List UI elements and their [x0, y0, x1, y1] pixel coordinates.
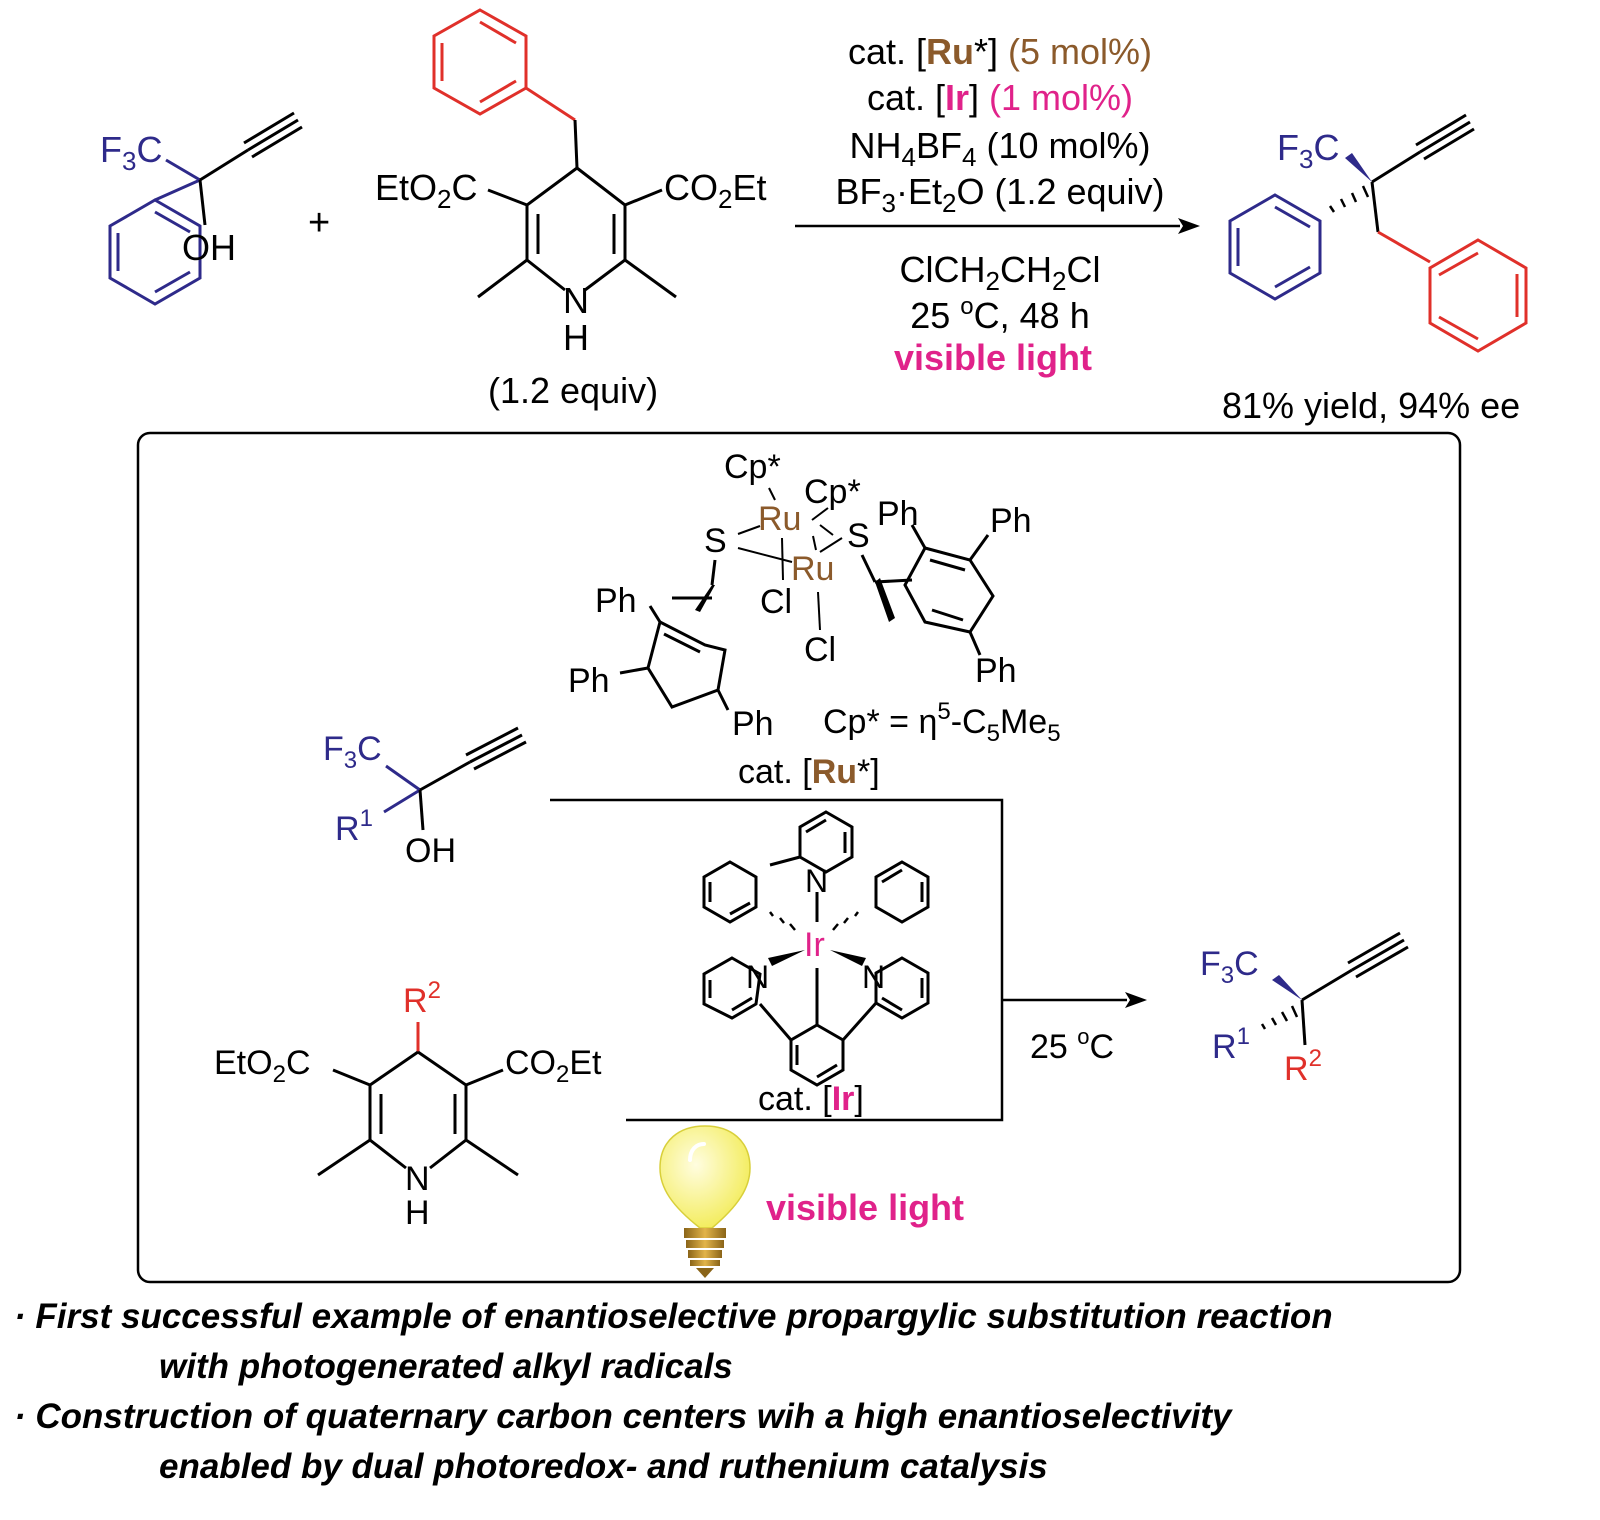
- visible-light-label-mechanism: visible light: [766, 1187, 964, 1228]
- cl-label-2: Cl: [804, 631, 836, 669]
- mechanism-temp-label: 25 oC: [1030, 1024, 1114, 1066]
- ir-wedge-left: [768, 950, 805, 966]
- ph-label-3: Ph: [595, 582, 637, 620]
- ph-label-1: Ph: [877, 495, 919, 533]
- generic-product-hashed-bond: [1260, 1005, 1299, 1030]
- cp-definition: Cp* = η5-C5Me5: [823, 698, 1061, 747]
- temp-time-line: 25 oC, 48 h: [910, 293, 1089, 336]
- ir-phenyl-top: [702, 860, 758, 924]
- left-aryl-ring: [646, 619, 727, 709]
- benzyl-ring: [432, 8, 528, 116]
- reaction-scheme: F3C OH + EtO2C CO2Et N H (1.2 equiv) cat…: [100, 8, 1528, 1284]
- ph-label-5: Ph: [732, 705, 774, 743]
- bullet-2-line-1: · Construction of quaternary carbon cent…: [14, 1397, 1232, 1436]
- product-structure: F3C: [1228, 113, 1528, 353]
- nh4bf4-line: NH4BF4 (10 mol%): [850, 125, 1151, 172]
- ir-n-left: N: [746, 959, 769, 995]
- ir-n-right: N: [862, 959, 885, 995]
- ester-left-label: EtO2C: [375, 167, 477, 214]
- ru-catalyst-line: cat. [Ru*](5 mol%): [848, 31, 1152, 72]
- ir-catalyst-structure: [702, 810, 930, 1087]
- generic-product-structure: F3C R1 R2: [1200, 931, 1409, 1088]
- wedge-bond: [1345, 153, 1372, 182]
- reaction-arrow-head: [1178, 218, 1200, 234]
- ir-center-label: Ir: [804, 926, 825, 964]
- generic-hantzsch-ester-structure: R2 EtO2C CO2Et N H: [214, 977, 602, 1232]
- yield-ee-label: 81% yield, 94% ee: [1222, 385, 1520, 426]
- generic-product-wedge: [1272, 975, 1302, 1000]
- generic-ester-left: EtO2C: [214, 1044, 311, 1088]
- r1-label: R1: [335, 805, 373, 848]
- light-bulb-icon: [659, 1125, 751, 1278]
- reaction-conditions: cat. [Ru*](5 mol%) cat. [Ir](1 mol%) NH4…: [835, 31, 1164, 378]
- ir-n-top: N: [805, 863, 828, 899]
- ru-label-1: Ru: [758, 500, 801, 538]
- generic-ester-right: CO2Et: [505, 1044, 602, 1088]
- ru-label-2: Ru: [791, 550, 834, 588]
- bullet-2-line-2: enabled by dual photoredox- and rutheniu…: [159, 1447, 1048, 1486]
- ir-pyridine-left: [702, 956, 762, 1020]
- r2-label: R2: [403, 977, 441, 1020]
- generic-product-r1: R1: [1212, 1023, 1250, 1066]
- generic-cf3-label: F3C: [323, 730, 382, 774]
- visible-light-label-top: visible light: [894, 337, 1092, 378]
- hantzsch-equiv-label: (1.2 equiv): [488, 370, 658, 411]
- mechanism-bracket: [550, 798, 1004, 1122]
- bf3-line: BF3·Et2O (1.2 equiv): [835, 171, 1164, 218]
- cl-label-1: Cl: [760, 583, 792, 621]
- product-phenyl-ring: [1228, 193, 1322, 301]
- ru-catalyst-structure: Cp* Cp* Ru Ru S S Cl Cl Ph Ph Ph Ph Ph P…: [568, 448, 1032, 743]
- generic-alcohol-structure: F3C R1 OH: [323, 726, 527, 870]
- s-label-2: S: [847, 517, 870, 555]
- solvent-line: ClCH2CH2Cl: [900, 249, 1101, 296]
- cf3-label: F3C: [100, 129, 162, 176]
- ir-pyridine-top: [798, 810, 854, 874]
- nh-n-label: N: [563, 280, 589, 321]
- ir-coordination-bonds: [769, 911, 859, 931]
- ir-wedge-right: [830, 950, 866, 966]
- generic-nh-n: N: [405, 1160, 430, 1198]
- cp-label-2: Cp*: [804, 473, 861, 511]
- ph-label-4: Ph: [568, 662, 610, 700]
- propargylic-alcohol-structure: F3C OH: [100, 111, 303, 306]
- summary-bullets: · First successful example of enantiosel…: [14, 1292, 1594, 1492]
- hashed-bond: [1328, 185, 1370, 213]
- plus-sign: +: [308, 202, 330, 244]
- bullet-1-line-2: with photogenerated alkyl radicals: [159, 1347, 733, 1386]
- generic-nh-h: H: [405, 1194, 430, 1232]
- generic-product-r2: R2: [1284, 1045, 1322, 1088]
- right-aryl-ring: [903, 546, 995, 634]
- ru-catalyst-label: cat. [Ru*]: [738, 753, 880, 791]
- mechanism-box: [136, 431, 1462, 1284]
- product-cf3-label: F3C: [1277, 127, 1339, 174]
- ir-catalyst-line: cat. [Ir](1 mol%): [867, 77, 1133, 118]
- bullet-1-line-1: · First successful example of enantiosel…: [14, 1297, 1333, 1336]
- oh-label: OH: [182, 227, 236, 268]
- benzyl-hantzsch-ester-structure: EtO2C CO2Et N H: [375, 8, 766, 358]
- ph-label-6: Ph: [975, 652, 1017, 690]
- ph-label-2: Ph: [990, 502, 1032, 540]
- generic-oh-label: OH: [405, 832, 456, 870]
- ir-phenyl-right: [874, 860, 930, 924]
- ir-catalyst-label: cat. [Ir]: [758, 1080, 864, 1118]
- ester-right-label: CO2Et: [664, 167, 766, 214]
- ir-pyridine-right: [874, 956, 930, 1020]
- cp-label-1: Cp*: [724, 448, 781, 486]
- phenyl-ring: [108, 198, 202, 306]
- s-label-1: S: [704, 522, 727, 560]
- generic-product-cf3: F3C: [1200, 945, 1259, 989]
- nh-h-label: H: [563, 317, 589, 358]
- product-benzyl-ring: [1428, 238, 1528, 353]
- mechanism-arrow-head: [1125, 992, 1147, 1008]
